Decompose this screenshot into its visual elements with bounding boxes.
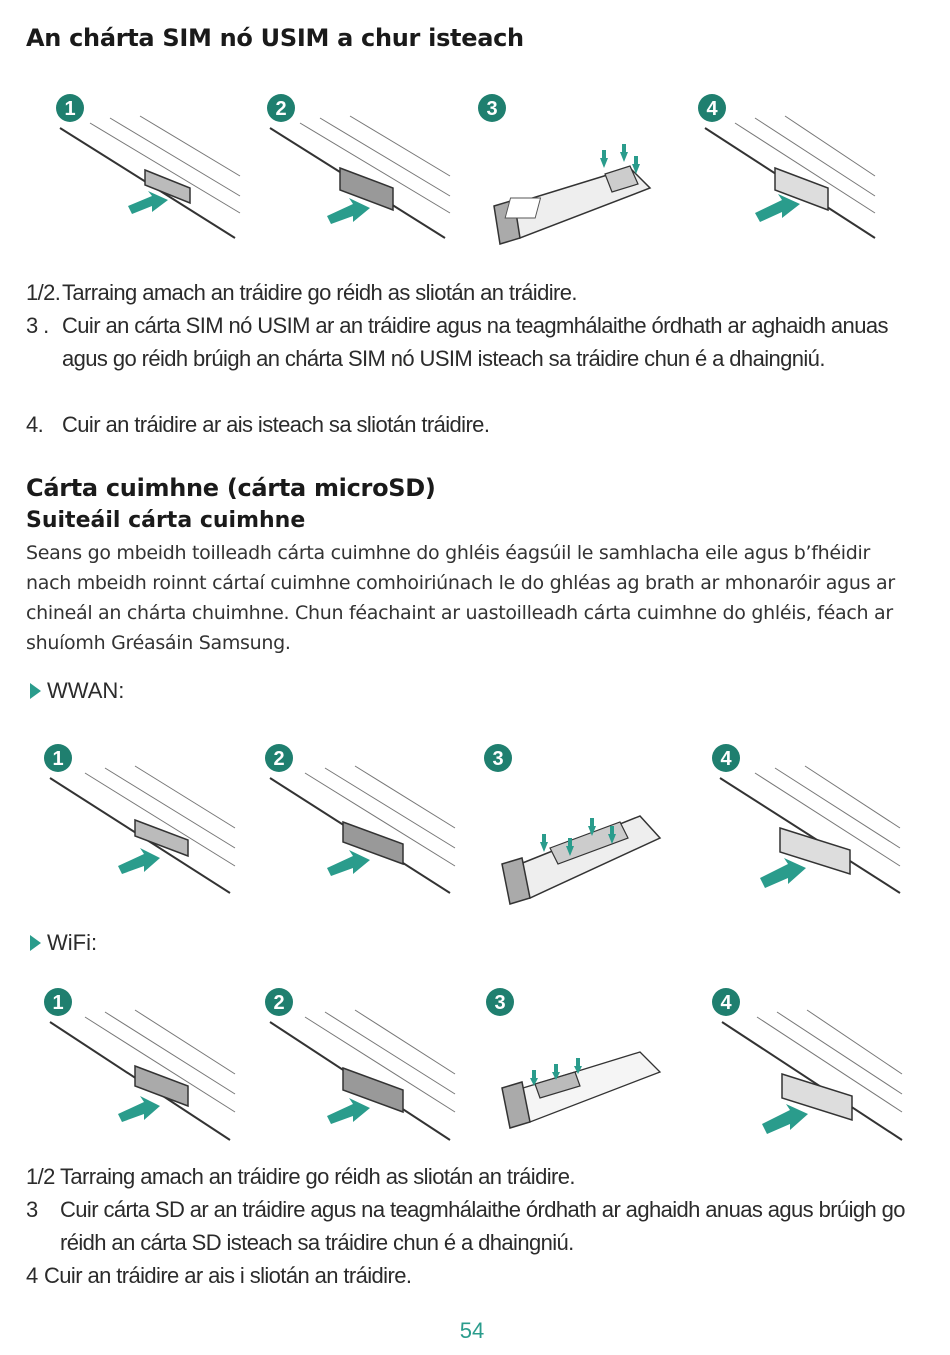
wwan-step-4-illustration: 4 <box>712 744 901 894</box>
sim-step-item: 4. Cuir an tráidire ar ais isteach sa sl… <box>26 408 926 441</box>
sim-step-text: Tarraing amach an tráidire go réidh as s… <box>62 280 577 305</box>
sim-step-number: 4. <box>26 412 44 437</box>
sd-step-number: 1/2 <box>26 1164 55 1189</box>
sim-step-2-illustration: 2 <box>267 94 451 239</box>
wifi-step-1-badge: 1 <box>52 992 63 1014</box>
sim-step-4-badge: 4 <box>706 98 718 120</box>
sim-step-3-illustration: 3 <box>478 94 652 245</box>
page-number: 54 <box>459 1318 485 1343</box>
sd-step-text: Cuir cárta SD ar an tráidire agus na tea… <box>60 1197 906 1255</box>
wifi-steps-illustration: 1 2 3 <box>44 988 903 1141</box>
wifi-step-2-illustration: 2 <box>265 988 456 1141</box>
sim-step-4-illustration: 4 <box>698 94 876 239</box>
sd-step-number: 3 <box>26 1197 38 1222</box>
memory-card-paragraph: Seans go mbeidh toilleadh cárta cuimhne … <box>26 542 895 654</box>
wifi-step-4-badge: 4 <box>720 992 732 1014</box>
wwan-step-1-badge: 1 <box>52 748 63 770</box>
sim-step-text: Cuir an cárta SIM nó USIM ar an tráidire… <box>62 313 888 371</box>
sd-step-number: 4 <box>26 1263 38 1288</box>
sd-step-item: 3 Cuir cárta SD ar an tráidire agus na t… <box>26 1193 926 1259</box>
sim-step-number: 3 . <box>26 313 49 338</box>
sim-step-item: 1/2. Tarraing amach an tráidire go réidh… <box>26 276 926 309</box>
sim-steps-illustration: 1 2 3 <box>56 94 876 245</box>
wifi-step-4-illustration: 4 <box>712 988 903 1141</box>
sim-step-text: Cuir an tráidire ar ais isteach sa sliot… <box>62 412 490 437</box>
sd-step-text: Cuir an tráidire ar ais i sliotán an trá… <box>44 1263 412 1288</box>
sd-step-item: 1/2 Tarraing amach an tráidire go réidh … <box>26 1160 926 1193</box>
sd-step-item: 4 Cuir an tráidire ar ais i sliotán an t… <box>26 1259 926 1292</box>
wwan-step-3-badge: 3 <box>492 748 503 770</box>
sim-step-3-badge: 3 <box>486 98 497 120</box>
wifi-step-3-illustration: 3 <box>486 988 662 1129</box>
wwan-step-3-illustration: 3 <box>484 744 662 905</box>
sim-step-item: 3 . Cuir an cárta SIM nó USIM ar an trái… <box>26 309 926 408</box>
wwan-step-4-badge: 4 <box>720 748 732 770</box>
section-title-microsd: Cárta cuimhne (cárta microSD) <box>26 474 436 502</box>
section-subtitle-install: Suiteáil cárta cuimhne <box>26 508 306 533</box>
sim-step-number: 1/2. <box>26 280 61 305</box>
wwan-label: WWAN: <box>30 678 124 704</box>
wwan-steps-illustration: 1 2 3 <box>44 744 901 905</box>
sim-step-2-badge: 2 <box>275 98 286 120</box>
wifi-label-text: WiFi: <box>47 930 98 955</box>
figure-row-sim: 1 2 3 <box>40 88 920 258</box>
sd-step-text: Tarraing amach an tráidire go réidh as s… <box>60 1164 575 1189</box>
section-title-sim: An chárta SIM nó USIM a chur isteach <box>26 24 524 52</box>
figure-row-wwan: 1 2 3 <box>40 738 920 908</box>
wwan-step-1-illustration: 1 <box>44 744 236 894</box>
wifi-label: WiFi: <box>30 930 97 956</box>
triangle-bullet-icon <box>30 683 41 699</box>
triangle-bullet-icon <box>30 935 41 951</box>
figure-row-wifi: 1 2 3 <box>40 982 920 1152</box>
sim-step-1-badge: 1 <box>64 98 75 120</box>
wifi-step-1-illustration: 1 <box>44 988 236 1141</box>
wifi-step-3-badge: 3 <box>494 992 505 1014</box>
wifi-step-2-badge: 2 <box>273 992 284 1014</box>
wwan-step-2-badge: 2 <box>273 748 284 770</box>
sim-step-1-illustration: 1 <box>56 94 241 239</box>
wwan-label-text: WWAN: <box>47 678 125 703</box>
wwan-step-2-illustration: 2 <box>265 744 456 894</box>
